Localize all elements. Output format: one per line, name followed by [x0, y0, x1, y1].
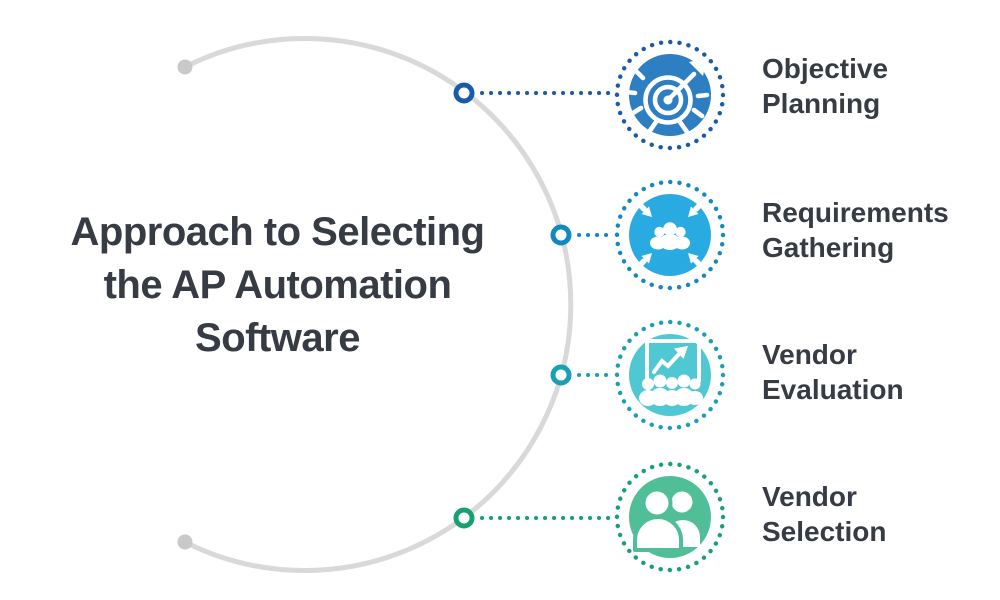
arc-node-2 — [550, 224, 572, 246]
arc-curve — [182, 36, 574, 573]
label-line: Vendor — [762, 339, 857, 370]
arc-end-dot — [177, 534, 193, 550]
step-label-vendor-selection: Vendor Selection — [762, 479, 997, 549]
people-converge-arrows-icon — [614, 179, 726, 291]
presentation-growth-chart-icon — [614, 319, 726, 431]
step-label-objective-planning: Objective Planning — [762, 51, 997, 121]
title-line-1: Approach to Selecting — [70, 210, 486, 254]
two-people-icon — [614, 461, 726, 573]
arc-node-4 — [453, 507, 475, 529]
label-line: Planning — [762, 88, 881, 119]
step-label-requirements-gathering: Requirements Gathering — [762, 195, 997, 265]
target-dart-icon — [614, 39, 726, 151]
title-line-2: the AP Automation — [103, 263, 452, 307]
step-label-vendor-evaluation: Vendor Evaluation — [762, 337, 997, 407]
label-line: Evaluation — [762, 374, 904, 405]
page-title: Approach to Selecting the AP Automation … — [20, 206, 535, 365]
title-line-3: Software — [195, 316, 360, 360]
arc-start-dot — [177, 59, 193, 75]
label-line: Selection — [762, 516, 887, 547]
label-line: Gathering — [762, 232, 895, 263]
arc-node-1 — [453, 82, 475, 104]
label-line: Objective — [762, 53, 889, 84]
label-line: Requirements — [762, 197, 949, 228]
label-line: Vendor — [762, 481, 857, 512]
arc-node-3 — [550, 364, 572, 386]
